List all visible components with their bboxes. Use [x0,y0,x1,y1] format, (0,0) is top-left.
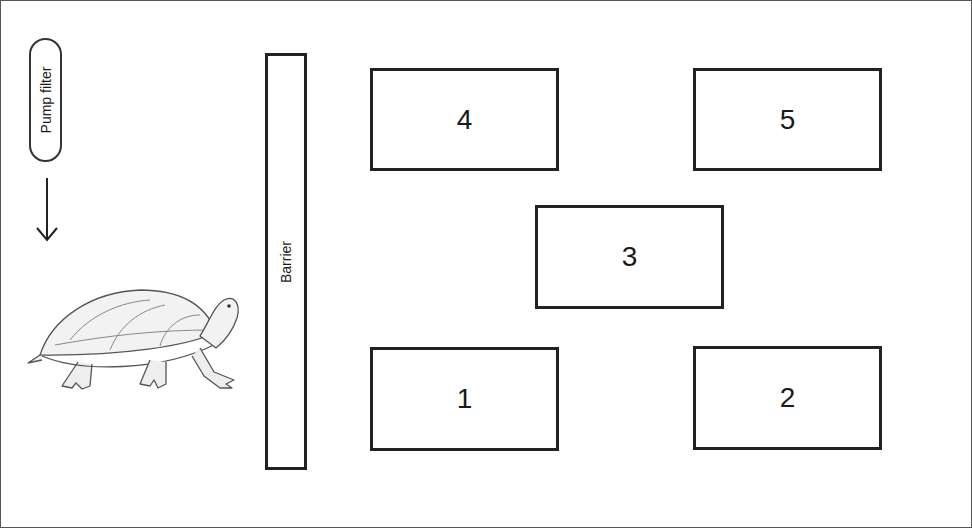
barrier-box: Barrier [265,53,307,470]
turtle-leg [192,348,234,388]
turtle-plastron [42,344,216,367]
zone-box: 5 [693,68,882,171]
flow-arrow [37,178,57,240]
turtle-eye [227,304,231,308]
pump-filter-oval: Pump filter [29,38,62,162]
box-number: 2 [780,382,796,414]
turtle-head [200,299,238,348]
zone-box: 2 [693,346,882,450]
turtle-shell [40,290,216,355]
box-number: 1 [457,383,473,415]
turtle-illustration [28,290,238,389]
box-number: 5 [780,104,796,136]
vertical-label: Barrier [278,240,294,282]
zone-box: 1 [370,347,559,451]
box-number: 4 [457,104,473,136]
arrow-shaft [46,178,48,240]
zone-box: 3 [535,205,724,309]
box-number: 3 [622,241,638,273]
turtle-scutes [55,300,212,350]
zone-box: 4 [370,68,559,171]
turtle-leg [140,360,166,388]
arrow-head [37,228,57,240]
vertical-label: Pump filter [38,67,54,134]
turtle-tail [28,355,42,363]
